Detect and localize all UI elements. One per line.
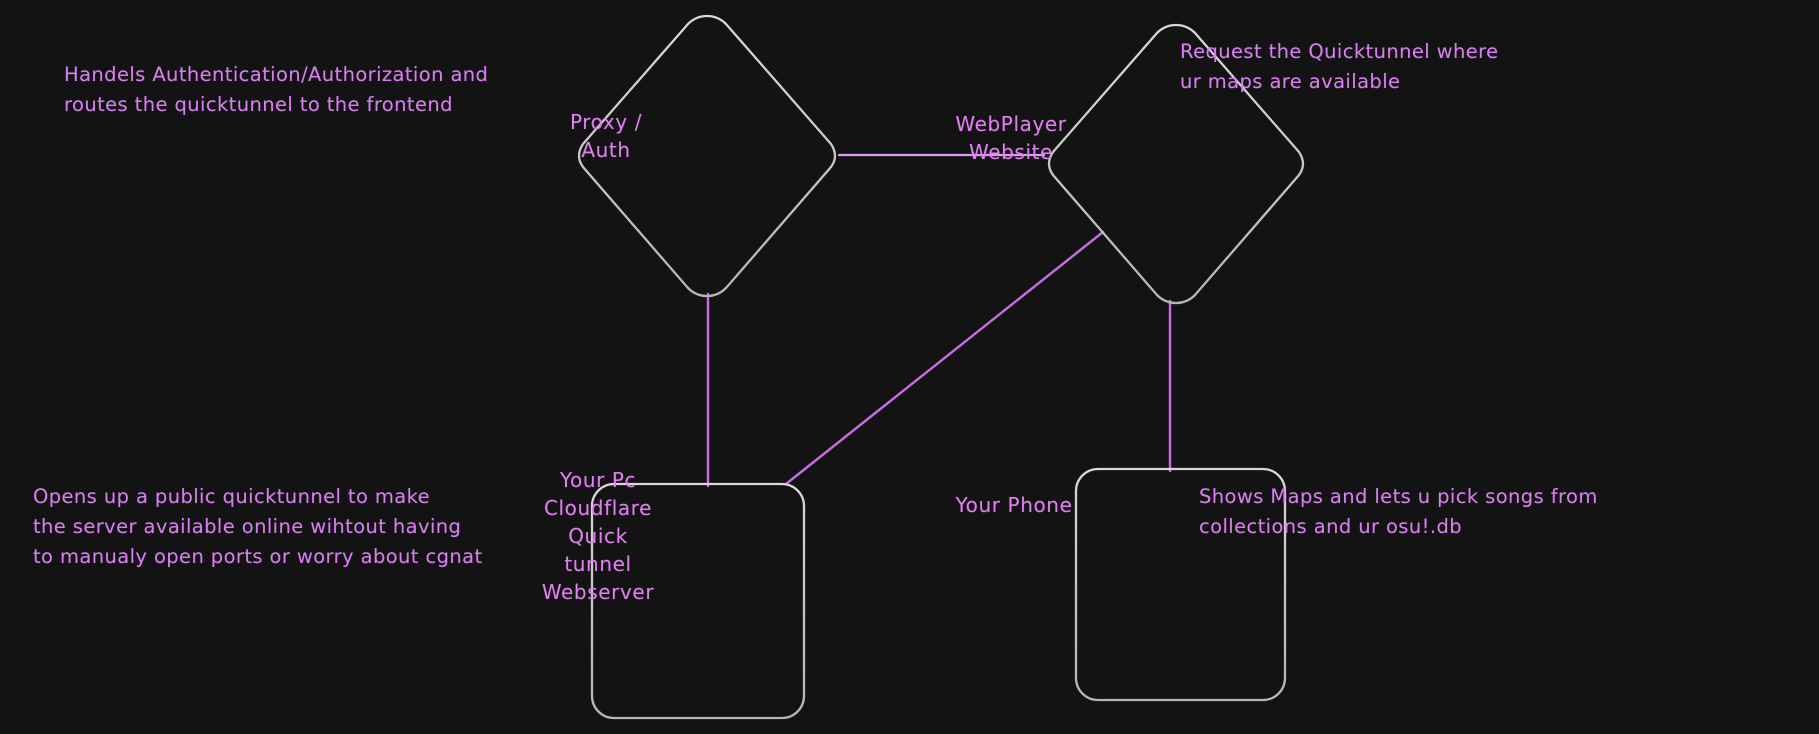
annotation-proxy-auth: Handels Authentication/Authorization and…	[64, 63, 489, 116]
node-shape-your-pc[interactable]	[590, 482, 806, 720]
edge-group	[706, 153, 1172, 488]
annotation-your-pc: Opens up a public quicktunnel to make th…	[33, 485, 483, 568]
annotation-webplayer-website: Request the Quicktunnel where ur maps ar…	[1180, 40, 1499, 93]
node-shape-proxy-auth[interactable]	[577, 14, 837, 298]
edge-webplayer-to-yourpc	[784, 230, 1105, 486]
node-shape-your-phone[interactable]	[1074, 467, 1287, 702]
node-shape-webplayer-website[interactable]	[1047, 23, 1305, 305]
annotation-your-phone: Shows Maps and lets u pick songs from co…	[1199, 485, 1598, 538]
node-group	[577, 14, 1305, 720]
